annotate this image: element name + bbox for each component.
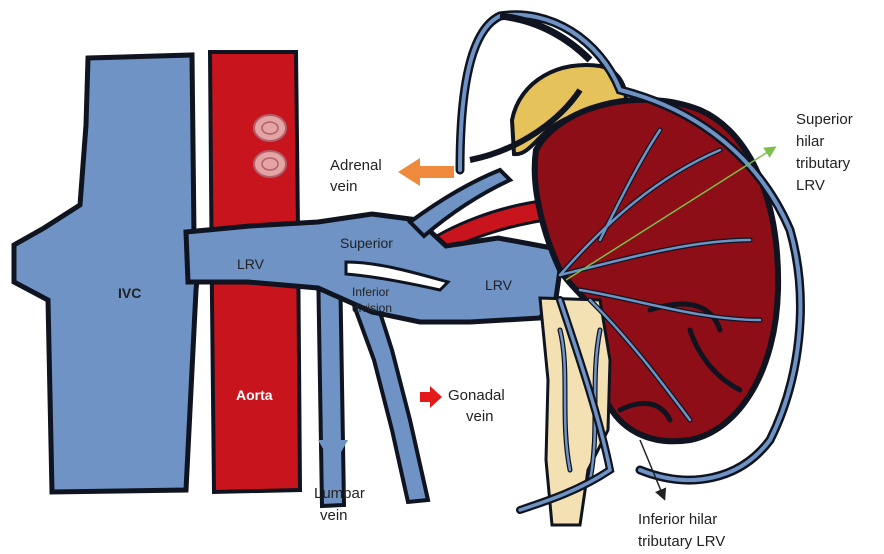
ivc-label: IVC <box>118 285 141 301</box>
superior-hilar-label-4: LRV <box>796 177 825 194</box>
superior-hilar-label-2: hilar <box>796 133 824 150</box>
gonadal-vein-label-1: Gonadal <box>448 387 505 404</box>
lrv-label-right: LRV <box>485 277 513 293</box>
inferior-vena-cava <box>14 55 200 492</box>
lrv-label-left: LRV <box>237 256 265 272</box>
arrow-left-icon <box>398 158 454 186</box>
inferior-hilar-label-2: tributary LRV <box>638 533 725 550</box>
aortic-branch-ostium-upper <box>254 115 286 141</box>
aorta-label: Aorta <box>236 387 273 403</box>
inferior-hilar-label-1: Inferior hilar <box>638 511 717 528</box>
lumbar-vein-label-2: vein <box>320 507 348 524</box>
adrenal-vein-label-1: Adrenal <box>330 157 382 174</box>
aortic-branch-ostium-lower <box>254 151 286 177</box>
inferior-division-label-1: Inferior <box>352 285 389 299</box>
gonadal-vein-label-2: vein <box>466 408 494 425</box>
superior-hilar-label-3: tributary <box>796 155 851 172</box>
lumbar-vein-label-1: Lumbar <box>314 485 365 502</box>
adrenal-vein-label-2: vein <box>330 178 358 195</box>
arrow-right-icon <box>420 386 442 408</box>
gonadal-vein <box>352 300 428 502</box>
superior-division-label: Superior <box>340 235 393 251</box>
superior-hilar-label-1: Superior <box>796 111 853 128</box>
lra-label: LRA <box>508 207 536 223</box>
inferior-division-label-2: division <box>352 301 392 315</box>
